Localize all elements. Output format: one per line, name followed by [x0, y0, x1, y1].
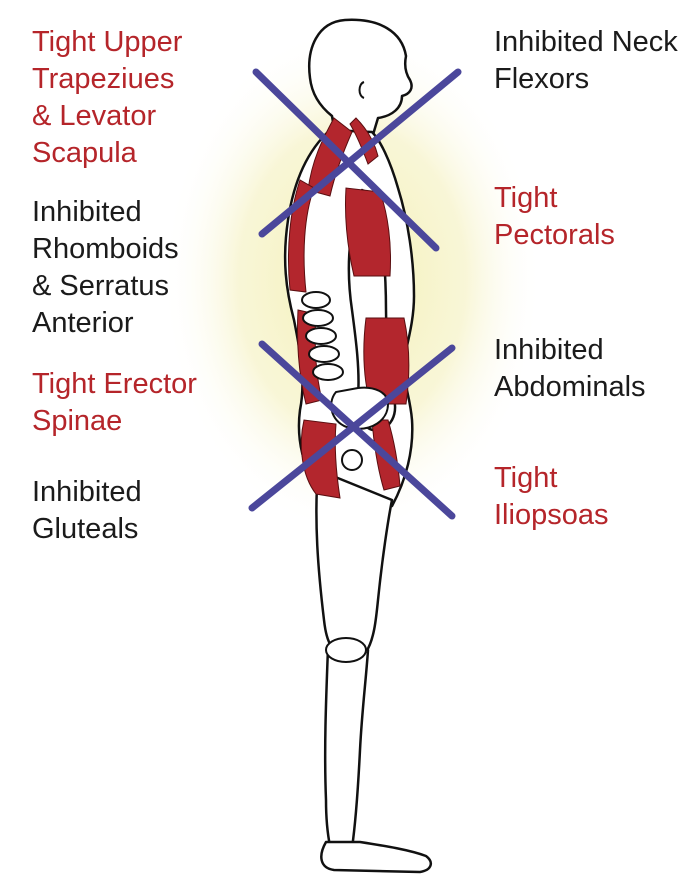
- label-inhibited-rhomboids: Inhibited Rhomboids & Serratus Anterior: [32, 194, 179, 342]
- label-inhibited-gluteals: Inhibited Gluteals: [32, 474, 142, 548]
- label-tight-pectorals: Tight Pectorals: [494, 180, 615, 254]
- knee-joint: [326, 638, 366, 662]
- label-tight-upper-trapezius: Tight Upper Trapeziues & Levator Scapula: [32, 24, 182, 172]
- label-tight-erector-spinae: Tight Erector Spinae: [32, 366, 197, 440]
- label-inhibited-abdominals: Inhibited Abdominals: [494, 332, 646, 406]
- label-tight-iliopsoas: Tight Iliopsoas: [494, 460, 608, 534]
- label-inhibited-neck-flexors: Inhibited Neck Flexors: [494, 24, 678, 98]
- lower-leg: [325, 648, 368, 848]
- foot: [321, 842, 430, 872]
- thigh: [316, 470, 392, 652]
